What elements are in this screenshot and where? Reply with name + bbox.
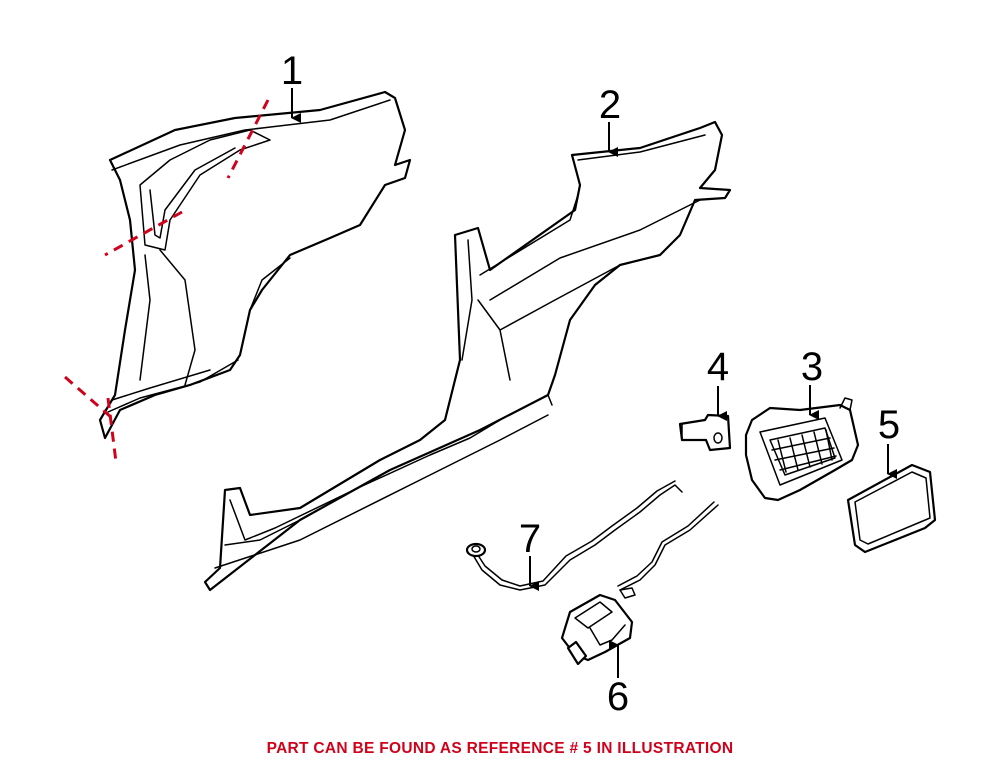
cut-line-sill-a <box>64 375 113 420</box>
release-cable-part-7 <box>465 480 683 591</box>
callout-label-4: 4 <box>707 345 729 389</box>
fuel-filler-flap-part-5 <box>846 463 937 554</box>
actuator-part-6 <box>560 501 719 666</box>
quarter-panel-part-1 <box>98 90 412 440</box>
fuel-filler-housing-part-3 <box>744 397 860 502</box>
callout-arrows <box>291 88 897 678</box>
cut-line-roof <box>226 99 270 179</box>
rubber-buffer-part-4 <box>678 413 732 452</box>
callout-label-3: 3 <box>801 345 823 389</box>
callout-labels: 1 2 3 4 5 6 7 <box>281 49 900 719</box>
side-panel-part-2 <box>203 120 732 592</box>
callout-label-7: 7 <box>519 517 541 561</box>
reference-note: PART CAN BE FOUND AS REFERENCE # 5 IN IL… <box>266 740 734 757</box>
cut-line-sill-b <box>106 397 118 463</box>
callout-label-5: 5 <box>878 403 900 447</box>
cut-line-pillar <box>104 210 183 257</box>
callout-label-2: 2 <box>599 83 621 127</box>
cut-lines <box>64 99 270 463</box>
callout-label-1: 1 <box>281 49 303 93</box>
callout-label-6: 6 <box>607 675 629 719</box>
